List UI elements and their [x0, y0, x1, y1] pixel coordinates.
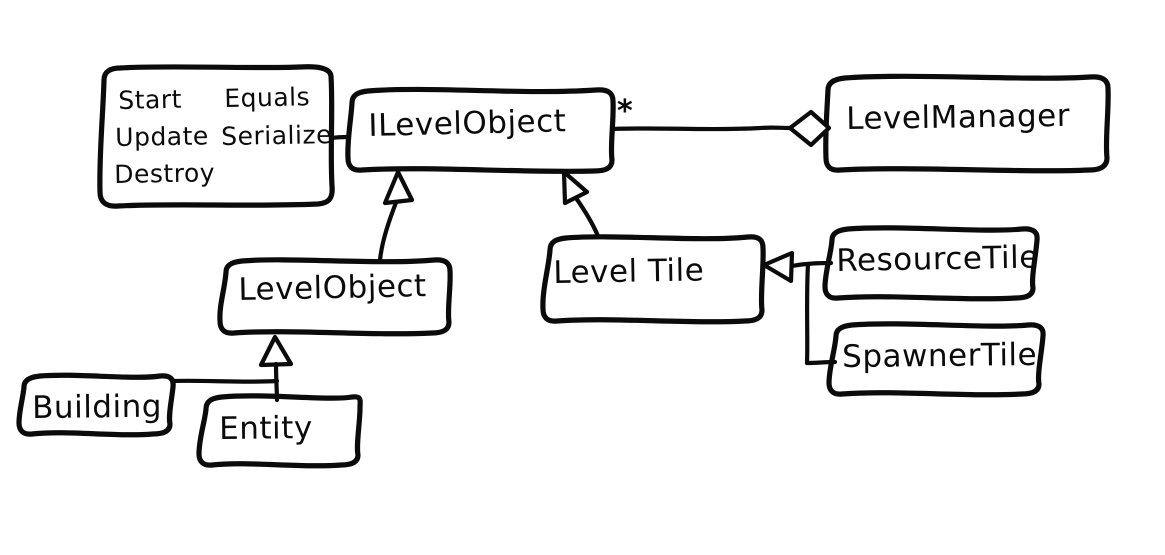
inheritance-line-tiles-head: [789, 261, 811, 269]
levelobject-box-outline: [217, 257, 453, 337]
inheritance-branch-resourcetile: [805, 260, 834, 267]
inheritance-triangle-levelobject-bottom: [258, 334, 294, 368]
levelmanager-box-outline: [823, 73, 1111, 174]
resourcetile-box-outline: [822, 225, 1040, 302]
inheritance-line-levelobject: [377, 197, 400, 263]
inheritance-trunk-tiles: [804, 261, 811, 366]
leveltile-box-outline: [540, 234, 766, 325]
inheritance-triangle-leveltile: [561, 169, 590, 206]
inheritance-branch-spawnertile: [804, 359, 838, 366]
inheritance-triangle-levelobject: [382, 169, 415, 206]
ilevelobject-box-outline: [345, 86, 616, 174]
inheritance-branch-building: [170, 378, 280, 384]
methods-note-box-outline: [97, 64, 335, 209]
inheritance-line-entity: [273, 361, 280, 403]
entity-box-outline: [196, 393, 363, 469]
spawnertile-box-outline: [826, 321, 1046, 398]
aggregation-line: [610, 125, 793, 132]
inheritance-line-leveltile: [573, 195, 601, 239]
aggregation-diamond: [787, 109, 832, 148]
building-box-outline: [16, 372, 176, 438]
note-link-stub: [329, 134, 352, 141]
inheritance-triangle-leveltile-right: [761, 250, 795, 284]
